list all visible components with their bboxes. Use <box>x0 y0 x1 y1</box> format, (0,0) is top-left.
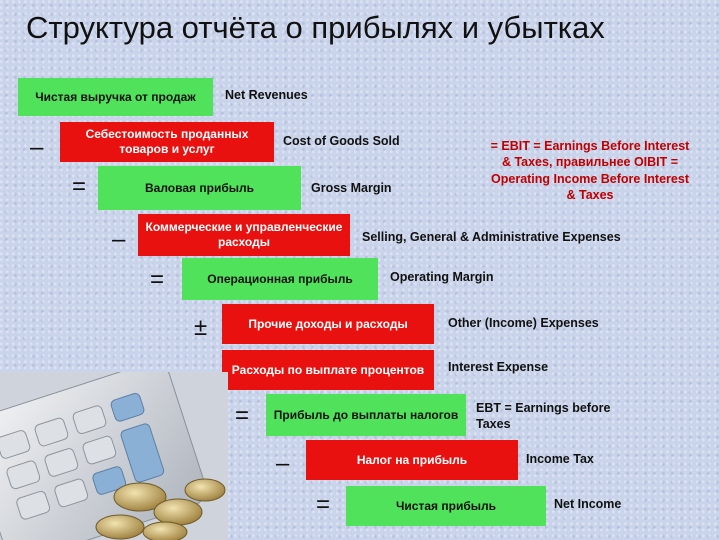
label-en-cogs: Cost of Goods Sold <box>283 134 400 148</box>
box-net-revenues: Чистая выручка от продаж <box>18 78 213 116</box>
box-other-expenses: Прочие доходы и расходы <box>222 304 434 344</box>
label-ru-interest-expense: Расходы по выплате процентов <box>231 362 425 377</box>
label-ru-operating-margin: Операционная прибыль <box>207 271 353 286</box>
label-ru-cogs: Себестоимость проданных товаров и услуг <box>85 127 249 156</box>
label-en-gross-margin: Gross Margin <box>311 181 392 195</box>
box-ebt: Прибыль до выплаты налогов <box>266 394 466 436</box>
operator-equals-4: = <box>150 266 165 293</box>
label-ru-other-expenses: Прочие доходы и расходы <box>248 316 408 331</box>
label-en-interest-expense: Interest Expense <box>448 360 549 374</box>
label-en-ebt: EBT = Earnings before Taxes <box>476 400 636 433</box>
label-en-net-income: Net Income <box>554 497 622 511</box>
box-operating-margin: Операционная прибыль <box>182 258 378 300</box>
label-ru-net-income: Чистая прибыль <box>396 498 496 513</box>
box-cogs: Себестоимость проданных товаров и услуг <box>60 122 274 162</box>
label-en-other-expenses: Other (Income) Expenses <box>448 316 599 330</box>
operator-minus-3: – <box>112 226 126 253</box>
label-en-sga: Selling, General & Administrative Expens… <box>362 230 621 244</box>
operator-minus-1: – <box>30 134 44 161</box>
label-en-operating-margin: Operating Margin <box>390 270 494 284</box>
calculator-coins-image <box>0 372 228 540</box>
label-en-income-tax: Income Tax <box>526 452 594 466</box>
label-ru-net-revenues: Чистая выручка от продаж <box>35 89 196 104</box>
page-title: Структура отчёта о прибылях и убытках <box>26 10 605 45</box>
ebit-note: = EBIT = Earnings Before Interest & Taxe… <box>490 139 690 202</box>
label-ru-sga: Коммерческие и управленческие расходы <box>145 220 343 249</box>
label-en-ebt-text: EBT = Earnings before Taxes <box>476 401 611 432</box>
box-gross-margin: Валовая прибыль <box>98 166 301 210</box>
box-net-income: Чистая прибыль <box>346 486 546 526</box>
box-sga: Коммерческие и управленческие расходы <box>138 214 350 256</box>
label-ru-income-tax: Налог на прибыль <box>356 452 468 467</box>
operator-equals-9: = <box>316 491 331 518</box>
label-ru-ebt: Прибыль до выплаты налогов <box>273 407 459 422</box>
operator-equals-2: = <box>72 173 87 200</box>
operator-plusminus-5: ± <box>194 314 208 341</box>
label-en-net-revenues: Net Revenues <box>225 88 308 102</box>
box-interest-expense: Расходы по выплате процентов <box>222 350 434 390</box>
operator-minus-8: – <box>276 450 290 477</box>
box-income-tax: Налог на прибыль <box>306 440 518 480</box>
label-ru-gross-margin: Валовая прибыль <box>145 180 254 195</box>
operator-equals-7: = <box>235 402 250 429</box>
